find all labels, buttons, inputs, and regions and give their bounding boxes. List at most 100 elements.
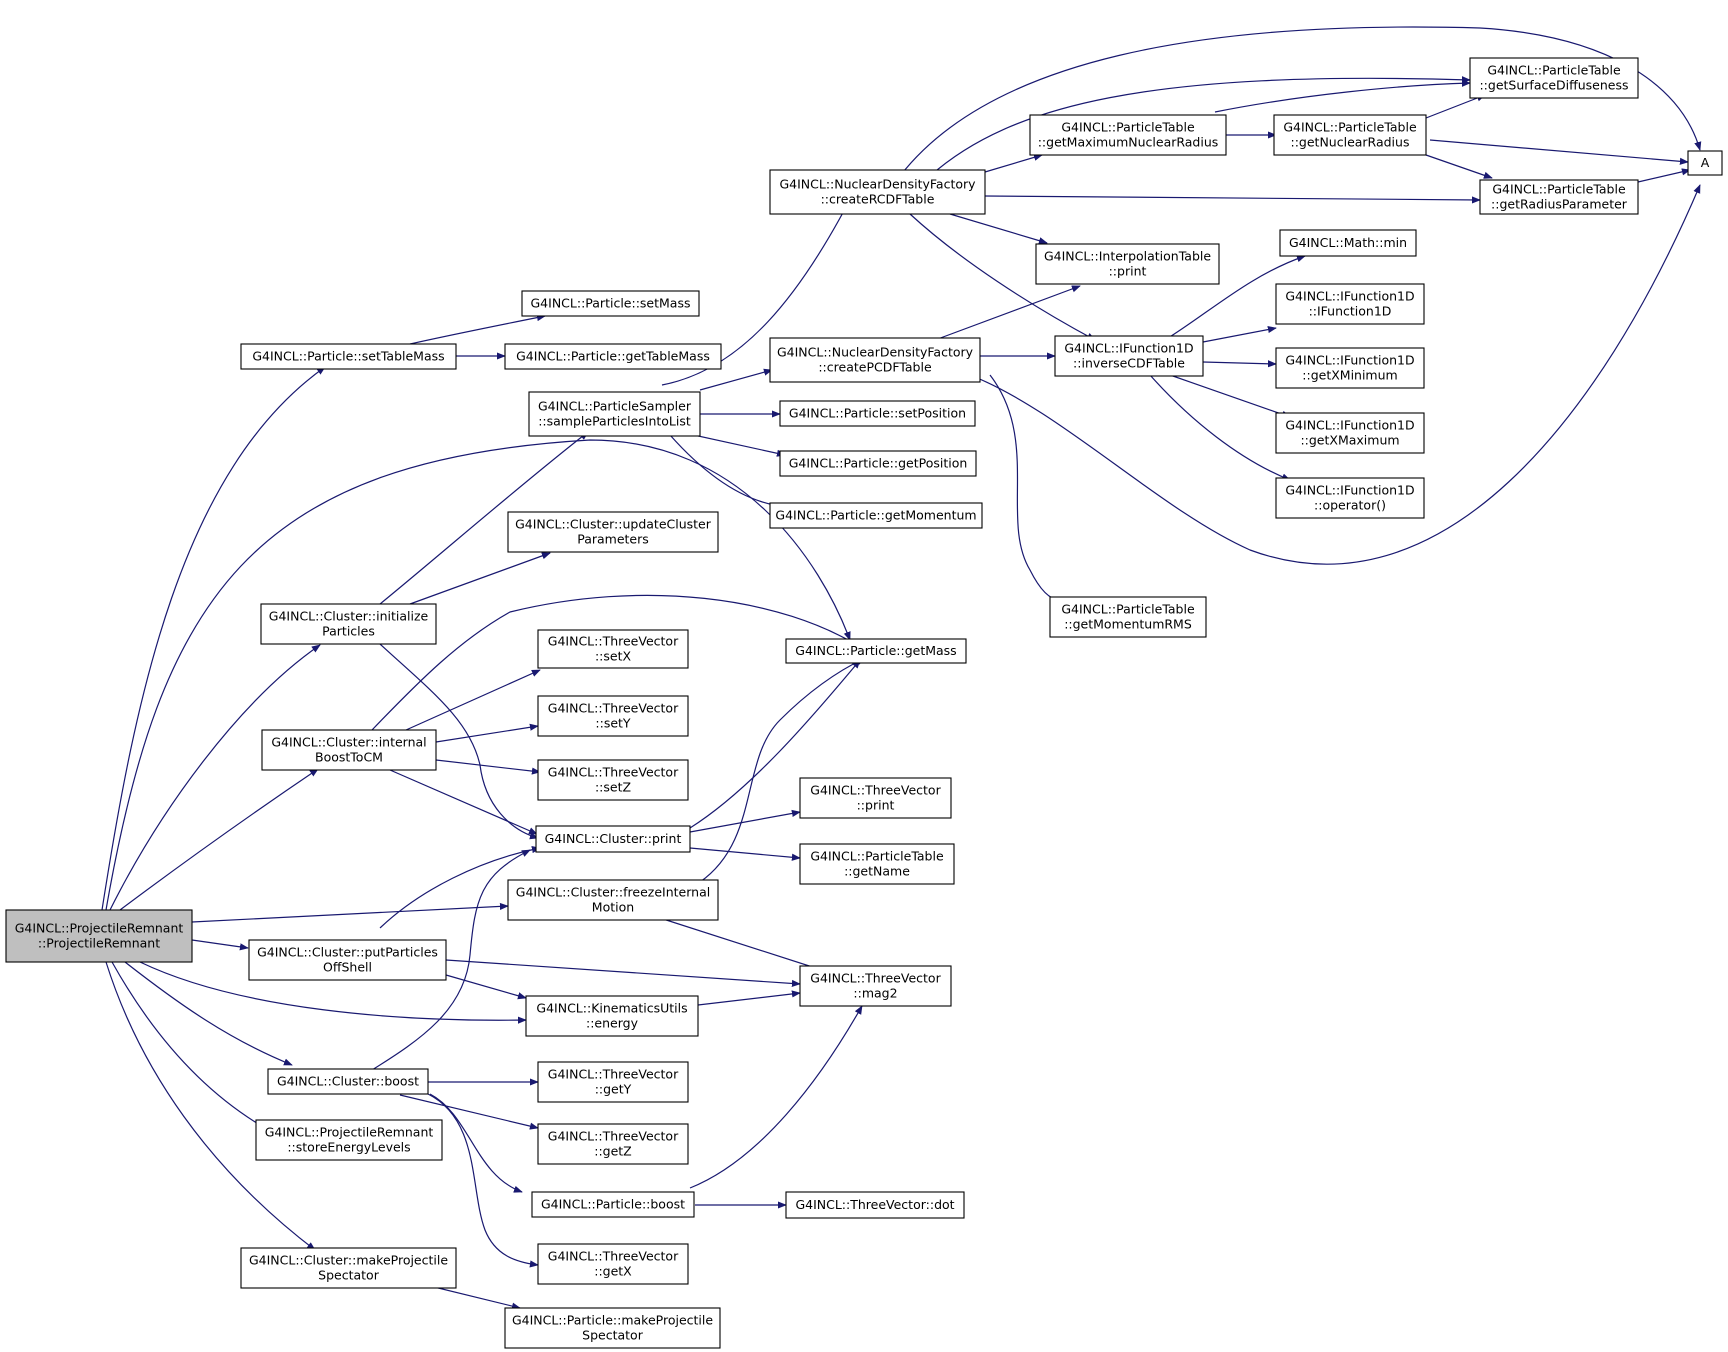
node-getRadiusParameter[interactable]: G4INCL::ParticleTable::getRadiusParamete… (1479, 179, 1639, 215)
node-particleBoost[interactable]: G4INCL::Particle::boost (531, 1191, 695, 1218)
node-clusterBoost[interactable]: G4INCL::Cluster::boost (267, 1068, 429, 1095)
node-setY[interactable]: G4INCL::ThreeVector::setY (537, 695, 689, 737)
node-label: G4INCL::Particle::setPosition (789, 406, 966, 421)
node-label: G4INCL::Cluster::boost (277, 1074, 419, 1089)
node-tvPrint[interactable]: G4INCL::ThreeVector::print (799, 777, 952, 819)
node-label: G4INCL::ThreeVector::dot (795, 1197, 954, 1212)
node-box (1275, 412, 1425, 454)
node-label: ::mag2 (853, 986, 897, 1001)
node-interpPrint[interactable]: G4INCL::InterpolationTable::print (1035, 243, 1220, 285)
node-getNuclearRadius[interactable]: G4INCL::ParticleTable::getNuclearRadius (1273, 114, 1427, 156)
edge-inverseCDF-getXMaximum (1169, 374, 1291, 418)
node-setTableMass[interactable]: G4INCL::Particle::setTableMass (240, 343, 457, 370)
node-box (1035, 243, 1220, 285)
node-getTableMass[interactable]: G4INCL::Particle::getTableMass (504, 343, 722, 370)
node-clusterPrint[interactable]: G4INCL::Cluster::print (535, 825, 691, 853)
node-box (248, 939, 447, 981)
node-label: ::print (1109, 264, 1147, 279)
node-label: G4INCL::Cluster::print (545, 831, 682, 846)
edge-sample-getMomentum (669, 434, 791, 511)
node-operatorCall[interactable]: G4INCL::IFunction1D::operator() (1275, 477, 1425, 519)
node-box (5, 909, 193, 963)
node-label: ::print (857, 798, 895, 813)
node-box (769, 502, 983, 529)
node-box (799, 965, 952, 1007)
node-inverseCDFTable[interactable]: G4INCL::IFunction1D::inverseCDFTable (1054, 335, 1204, 377)
node-energy[interactable]: G4INCL::KinematicsUtils::energy (525, 995, 699, 1037)
edge-maxRadius-getSurfaceDiffuseness (1214, 79, 1471, 113)
node-getXMaximum[interactable]: G4INCL::IFunction1D::getXMaximum (1275, 412, 1425, 454)
node-label: G4INCL::ProjectileRemnant (265, 1125, 434, 1140)
edge-RCDF-inverseCDFTable (909, 213, 1096, 341)
node-getMomentumRMS[interactable]: G4INCL::ParticleTable::getMomentumRMS (1049, 596, 1207, 638)
node-box (1687, 150, 1723, 176)
node-label: G4INCL::ParticleTable (1061, 602, 1195, 617)
node-IFunction1D[interactable]: G4INCL::IFunction1D::IFunction1D (1275, 283, 1425, 325)
node-box (267, 1068, 429, 1095)
node-label: ::getY (595, 1082, 632, 1097)
node-getXMinimum[interactable]: G4INCL::IFunction1D::getXMinimum (1275, 347, 1425, 389)
node-label: G4INCL::Cluster::putParticles (257, 945, 438, 960)
edge-offShell-energy (445, 974, 527, 1000)
node-mathMin[interactable]: G4INCL::Math::min (1279, 229, 1417, 257)
node-getSurfaceDiffuseness[interactable]: G4INCL::ParticleTable::getSurfaceDiffuse… (1469, 57, 1639, 99)
node-label: G4INCL::ParticleTable (810, 849, 944, 864)
node-label: G4INCL::ParticleTable (1283, 120, 1417, 135)
node-A[interactable]: A (1687, 150, 1723, 176)
node-root[interactable]: G4INCL::ProjectileRemnant::ProjectileRem… (5, 909, 193, 963)
node-label: ::setZ (595, 780, 631, 795)
node-box (799, 777, 952, 819)
node-label: ::createRCDFTable (821, 192, 935, 207)
node-getZ[interactable]: G4INCL::ThreeVector::getZ (537, 1123, 689, 1165)
edge-root-internalBoostToCM (119, 768, 319, 911)
node-getMass[interactable]: G4INCL::Particle::getMass (785, 638, 967, 664)
node-box (504, 1307, 721, 1349)
edges (101, 26, 1702, 1310)
nodes: G4INCL::ProjectileRemnant::ProjectileRem… (5, 57, 1723, 1349)
node-dot[interactable]: G4INCL::ThreeVector::dot (785, 1191, 965, 1219)
node-makeProjectileSpectatorParticle[interactable]: G4INCL::Particle::makeProjectileSpectato… (504, 1307, 721, 1349)
node-label: ::ProjectileRemnant (38, 936, 160, 951)
edge-PCDF-interpPrint (934, 285, 1081, 341)
node-label: Motion (592, 900, 634, 915)
node-label: G4INCL::ProjectileRemnant (15, 921, 184, 936)
node-box (1054, 335, 1204, 377)
node-setMass[interactable]: G4INCL::Particle::setMass (521, 290, 700, 317)
node-label: ::getX (594, 1264, 632, 1279)
node-getMaximumNuclearRadius[interactable]: G4INCL::ParticleTable::getMaximumNuclear… (1029, 114, 1227, 156)
node-mag2[interactable]: G4INCL::ThreeVector::mag2 (799, 965, 952, 1007)
node-label: Spectator (582, 1328, 644, 1343)
node-createPCDFTable[interactable]: G4INCL::NuclearDensityFactory::createPCD… (769, 337, 981, 383)
node-label: G4INCL::ThreeVector (810, 971, 941, 986)
edge-root-storeEnergyLevels (111, 961, 266, 1129)
node-sampleParticlesIntoList[interactable]: G4INCL::ParticleSampler::sampleParticles… (528, 391, 701, 437)
node-getX[interactable]: G4INCL::ThreeVector::getX (537, 1243, 689, 1285)
edge-inverseCDF-operatorCall (1149, 374, 1291, 481)
edge-inverseCDF-getXMinimum (1202, 360, 1277, 368)
node-label: G4INCL::IFunction1D (1285, 483, 1414, 498)
node-box (537, 1061, 689, 1103)
node-setX[interactable]: G4INCL::ThreeVector::setX (537, 629, 689, 669)
node-setPosition[interactable]: G4INCL::Particle::setPosition (779, 400, 976, 427)
node-label: A (1701, 155, 1710, 170)
edge-RCDF-getSurfaceDiffuseness (929, 76, 1471, 177)
node-label: G4INCL::Cluster::initialize (269, 609, 429, 624)
edge-freeze-mag2 (659, 917, 829, 973)
node-box (507, 879, 719, 921)
node-getPosition[interactable]: G4INCL::Particle::getPosition (779, 450, 977, 477)
node-storeEnergyLevels[interactable]: G4INCL::ProjectileRemnant::storeEnergyLe… (255, 1119, 443, 1161)
node-getMomentum[interactable]: G4INCL::Particle::getMomentum (769, 502, 983, 529)
node-label: G4INCL::ThreeVector (548, 701, 679, 716)
node-getY[interactable]: G4INCL::ThreeVector::getY (537, 1061, 689, 1103)
edge-RCDF-interpPrint (949, 213, 1048, 245)
node-setZ[interactable]: G4INCL::ThreeVector::setZ (537, 759, 689, 801)
node-createRCDFTable[interactable]: G4INCL::NuclearDensityFactory::createRCD… (769, 169, 986, 215)
node-getName[interactable]: G4INCL::ParticleTable::getName (799, 843, 955, 885)
node-box (535, 825, 691, 853)
